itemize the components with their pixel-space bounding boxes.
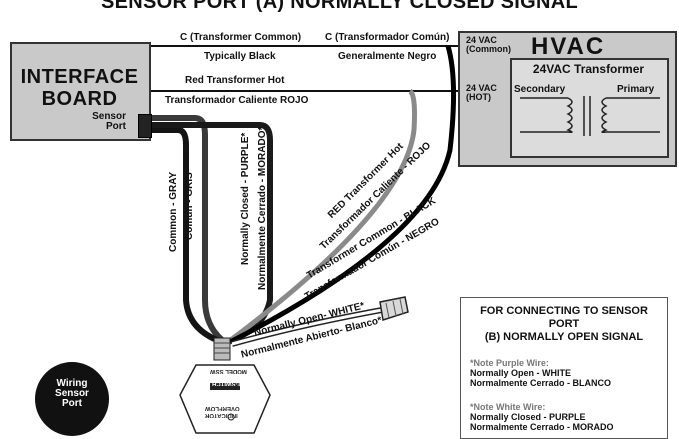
white-note-header: *Note White Wire: — [470, 402, 546, 412]
purple-wire-note: *Note Purple Wire: Normally Open - WHITE… — [470, 358, 611, 388]
interface-board-label-line1: INTERFACE — [20, 66, 139, 88]
badge-text: Wiring Sensor Port — [35, 379, 109, 409]
badge-line1: Wiring — [56, 378, 88, 389]
red-hot-wire — [226, 88, 417, 345]
wiring-diagram — [148, 45, 458, 361]
wire-nut-icon — [379, 296, 409, 321]
diagram-title: SENSOR PORT (A) NORMALLY CLOSED SIGNAL — [101, 0, 578, 13]
white-note-line1: Normally Closed - PURPLE — [470, 412, 586, 422]
white-no-wire — [231, 308, 383, 346]
device-brand-label: SAFE-T-SWITCH — [212, 380, 259, 386]
transformer-coil-icon — [520, 96, 660, 136]
purple-note-line1: Normally Open - WHITE — [470, 368, 572, 378]
sensor-port-b-info-box — [460, 297, 668, 439]
device-indicator-label-1: OVERFLOW — [205, 405, 240, 411]
badge-line3: Port — [62, 398, 82, 409]
common-wire-label-es: C (Transformador Común) — [325, 32, 450, 43]
white-note-line2: Normalmente Cerrado - MORADO — [470, 422, 614, 432]
purple-wire-label-es: Normalmente Cerrado - MORADO* — [257, 126, 268, 290]
gray-wire-label-es: Común - GRIS — [184, 172, 195, 240]
vac-common-label: 24 VAC (Common) — [466, 36, 511, 54]
purple-note-header: *Note Purple Wire: — [470, 358, 549, 368]
black-wire-label-es: Generalmente Negro — [338, 51, 437, 62]
vac-hot-label: 24 VAC (HOT) — [466, 84, 497, 102]
black-wire-label-en: Typically Black — [204, 51, 276, 62]
sensor-port-terminal — [138, 114, 152, 138]
gray-wire-label-en: Common - GRAY — [168, 171, 179, 252]
safe-t-switch-device-icon — [179, 364, 271, 434]
interface-board: INTERFACE BOARD — [10, 42, 151, 141]
primary-label: Primary — [617, 84, 655, 95]
black-common-wire — [228, 45, 457, 345]
device-indicator-label-2: INDICATOR — [205, 412, 238, 418]
sensor-port-label: Sensor Port — [86, 112, 126, 132]
red-wire-label-es: Transformador Caliente ROJO — [165, 95, 309, 106]
vac-hot-line1: 24 VAC — [466, 83, 497, 93]
hvac-title: HVAC — [531, 33, 606, 60]
common-wire-label-en: C (Transformer Common) — [180, 32, 302, 43]
vac-hot-line2: (HOT) — [466, 92, 491, 102]
secondary-label: Secondary — [514, 84, 566, 95]
info-box-title-line2: (B) NORMALLY OPEN SIGNAL — [484, 331, 644, 343]
vac-common-line2: (Common) — [466, 44, 511, 54]
badge-line2: Sensor — [55, 388, 89, 399]
vac-common-line1: 24 VAC — [466, 35, 497, 45]
device-model-label: MODEL SSW — [210, 368, 247, 374]
wiring-sensor-port-badge — [35, 362, 109, 436]
red-wire-label-en: Red Transformer Hot — [185, 75, 285, 86]
info-box-title-line1: FOR CONNECTING TO SENSOR PORT — [480, 305, 648, 330]
transformer-title: 24VAC Transformer — [532, 62, 645, 76]
sensor-port-label-line2: Port — [106, 121, 126, 132]
info-box-title: FOR CONNECTING TO SENSOR PORT (B) NORMAL… — [466, 305, 662, 344]
purple-note-line2: Normalmente Cerrado - BLANCO — [470, 378, 612, 388]
interface-board-label-line2: BOARD — [41, 88, 118, 110]
purple-wire-label-en: Normally Closed - PURPLE* — [240, 132, 251, 265]
white-wire-note: *Note White Wire: Normally Closed - PURP… — [470, 402, 614, 432]
sensor-port-label-line1: Sensor — [92, 111, 126, 122]
gray-common-wire — [150, 115, 225, 343]
purple-nc-wire — [150, 127, 224, 345]
